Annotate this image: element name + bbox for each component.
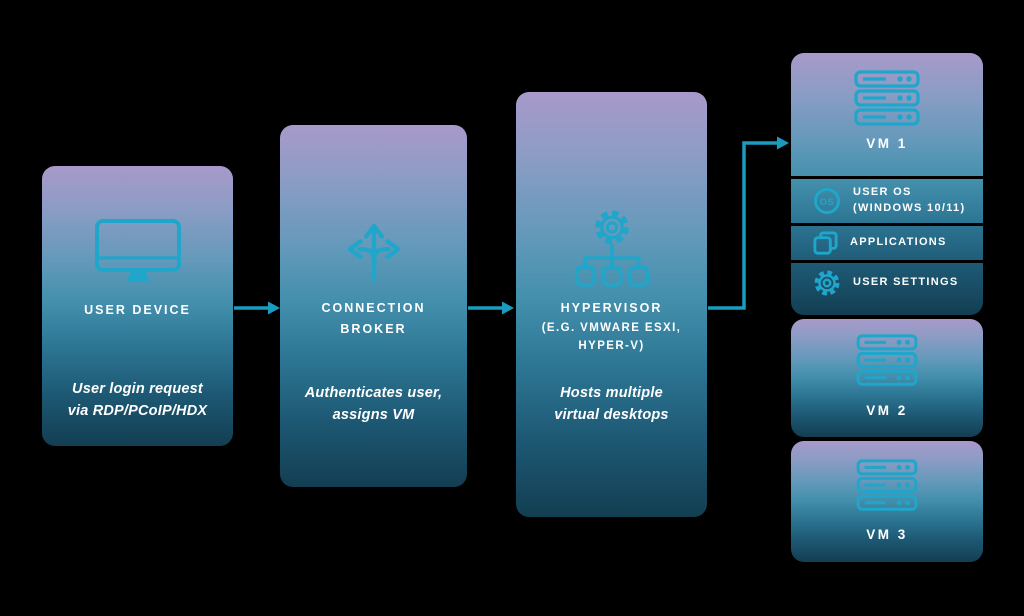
server-stack-icon	[791, 459, 983, 513]
user-os-label: USER OS (WINDOWS 10/11)	[853, 186, 966, 214]
monitor-icon	[42, 218, 233, 284]
vm1-card: VM 1 OS USER OS (WINDOWS 10/11) APPLICAT…	[791, 53, 983, 315]
vm1-row-applications: APPLICATIONS	[791, 226, 983, 260]
vm1-divider-2	[791, 223, 983, 226]
vm3-title: VM 3	[866, 527, 908, 542]
server-stack-icon	[791, 334, 983, 388]
arrow-hypervisor-to-vm1	[708, 136, 789, 310]
user-device-title: USER DEVICE	[84, 303, 191, 317]
svg-text:OS: OS	[820, 197, 835, 208]
arrow-broker-to-hypervisor	[468, 301, 514, 315]
vm3-card: VM 3	[791, 441, 983, 562]
vm1-title: VM 1	[866, 136, 908, 151]
vm2-title: VM 2	[866, 403, 908, 418]
branch-arrows-icon	[280, 221, 467, 285]
server-stack-icon	[791, 70, 983, 128]
user-settings-label: USER SETTINGS	[853, 276, 959, 289]
gear-network-icon	[516, 210, 707, 294]
hypervisor-subtitle: (E.G. VMWARE ESXI, HYPER-V)	[541, 322, 682, 353]
arrow-user-device-to-broker	[234, 301, 280, 315]
vm1-row-user-settings: USER SETTINGS	[791, 263, 983, 315]
gear-icon	[814, 270, 840, 296]
hypervisor-title: HYPERVISOR	[560, 301, 663, 315]
vm1-divider-1	[791, 176, 983, 179]
user-device-card: USER DEVICE User login request via RDP/P…	[42, 166, 233, 446]
vm1-row-user-os: OS USER OS (WINDOWS 10/11)	[791, 179, 983, 223]
os-badge-icon: OS	[814, 188, 840, 214]
user-device-description: User login request via RDP/PCoIP/HDX	[67, 381, 208, 420]
connection-broker-description: Authenticates user, assigns VM	[304, 385, 443, 424]
hypervisor-card: HYPERVISOR (E.G. VMWARE ESXI, HYPER-V) H…	[516, 92, 707, 517]
vm2-card: VM 2	[791, 319, 983, 437]
connection-broker-card: CONNECTION BROKER Authenticates user, as…	[280, 125, 467, 487]
applications-label: APPLICATIONS	[850, 236, 947, 249]
vm1-divider-3	[791, 260, 983, 263]
connection-broker-title: CONNECTION BROKER	[321, 301, 426, 336]
window-copy-icon	[813, 230, 838, 255]
hypervisor-description: Hosts multiple virtual desktops	[554, 385, 669, 424]
